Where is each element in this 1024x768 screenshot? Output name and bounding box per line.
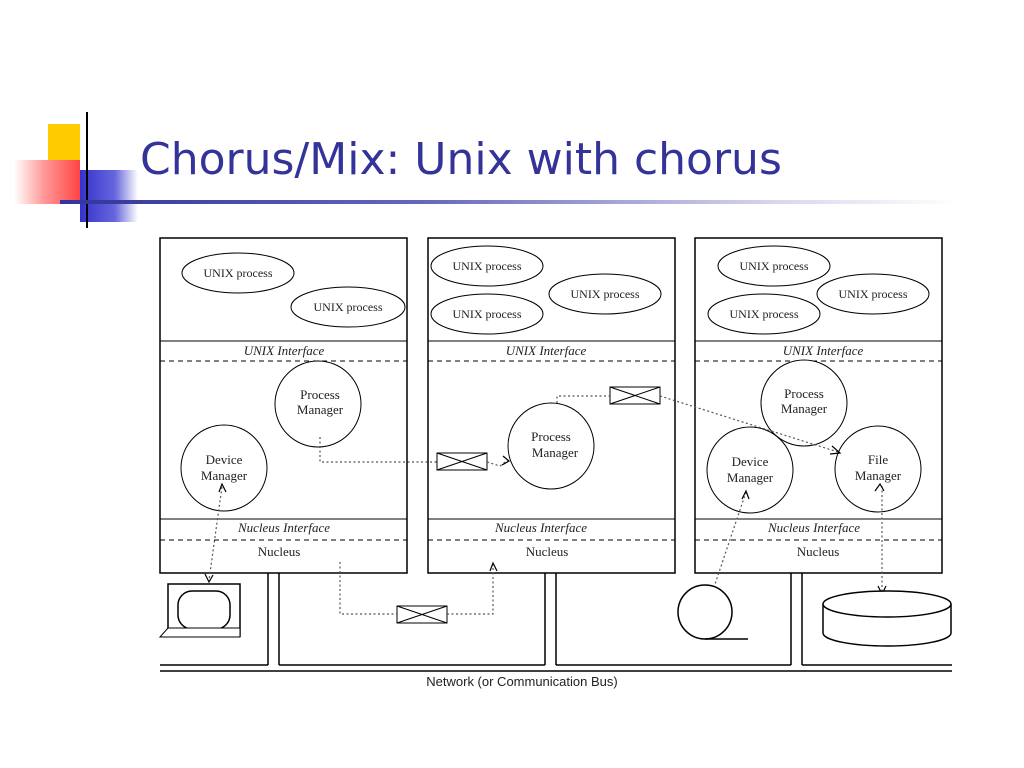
device-manager-line2: Manager	[727, 470, 774, 485]
nucleus-label: Nucleus	[258, 544, 301, 559]
nucleus-interface-label: Nucleus Interface	[494, 520, 587, 535]
nucleus-interface-label: Nucleus Interface	[767, 520, 860, 535]
disk-device	[822, 590, 952, 647]
unix-process-node3-b: UNIX process	[816, 273, 930, 315]
unix-interface-label: UNIX Interface	[244, 343, 325, 358]
unix-interface-label: UNIX Interface	[506, 343, 587, 358]
unix-process-label: UNIX process	[730, 307, 799, 321]
nucleus-label: Nucleus	[526, 544, 569, 559]
unix-process-node2-c: UNIX process	[430, 293, 544, 335]
process-manager-line2: Manager	[297, 402, 344, 417]
unix-process-label: UNIX process	[204, 266, 273, 280]
unix-process-label: UNIX process	[453, 307, 522, 321]
unix-interface-label: UNIX Interface	[783, 343, 864, 358]
unix-process-node3-c: UNIX process	[707, 293, 821, 335]
unix-process-node2-a: UNIX process	[430, 245, 544, 287]
unix-process-node2-b: UNIX process	[548, 273, 662, 315]
nucleus-interface-label: Nucleus Interface	[237, 520, 330, 535]
decor-red-bar	[14, 160, 80, 204]
process-manager-line1: Process	[784, 386, 824, 401]
message-envelope-1	[436, 452, 488, 471]
decor-blue-square	[80, 170, 138, 222]
process-manager-node3: Process Manager	[760, 359, 848, 447]
unix-process-label: UNIX process	[453, 259, 522, 273]
process-manager-line1: Process	[300, 387, 340, 402]
process-manager-line2: Manager	[781, 401, 828, 416]
unix-process-node1-b: UNIX process	[290, 286, 406, 328]
device-manager-line1: Device	[732, 454, 769, 469]
message-paths	[208, 395, 883, 615]
terminal-device	[158, 583, 241, 638]
process-manager-node2: Process Manager	[507, 402, 595, 490]
message-envelope-2	[609, 386, 661, 405]
unix-process-label: UNIX process	[571, 287, 640, 301]
unix-process-label: UNIX process	[314, 300, 383, 314]
file-manager-node3: File Manager	[834, 425, 922, 513]
nucleus-label: Nucleus	[797, 544, 840, 559]
unix-process-node3-a: UNIX process	[717, 245, 831, 287]
network-bus	[160, 573, 952, 672]
device-manager-line2: Manager	[201, 468, 248, 483]
tape-device	[677, 584, 748, 640]
device-manager-node3: Device Manager	[706, 426, 794, 514]
node-box-2	[427, 237, 676, 574]
node-box-1	[159, 237, 408, 574]
process-manager-node1: Process Manager	[274, 360, 362, 448]
device-manager-line1: Device	[206, 452, 243, 467]
decor-vertical-line	[86, 112, 88, 228]
file-manager-line1: File	[868, 452, 888, 467]
file-manager-line2: Manager	[855, 468, 902, 483]
message-envelope-3	[396, 605, 448, 624]
unix-process-label: UNIX process	[740, 259, 809, 273]
unix-process-label: UNIX process	[839, 287, 908, 301]
network-label: Network (or Communication Bus)	[426, 674, 617, 689]
process-manager-line2: Manager	[532, 445, 579, 460]
process-manager-line1: Process	[531, 429, 571, 444]
slide-title: Chorus/Mix: Unix with chorus	[140, 134, 782, 185]
node-box-3	[694, 237, 943, 574]
title-underline	[60, 200, 960, 204]
unix-process-node1-a: UNIX process	[181, 252, 295, 294]
device-manager-node1: Device Manager	[180, 424, 268, 512]
